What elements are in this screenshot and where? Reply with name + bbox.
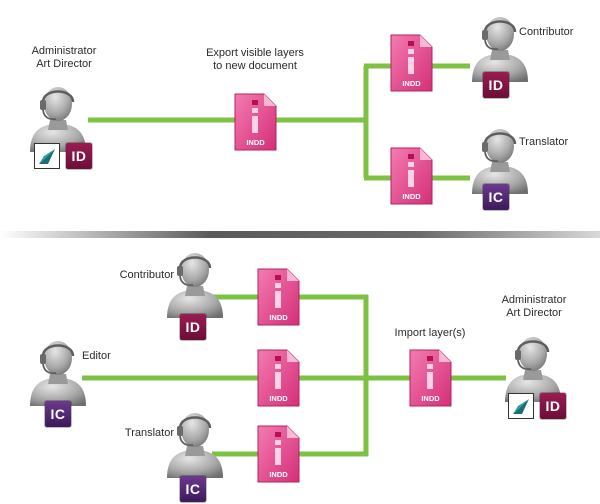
indesign-badge-icon: ID bbox=[540, 393, 566, 419]
indd-document-icon: INDD bbox=[389, 147, 433, 205]
workflow-logo-icon bbox=[508, 393, 534, 419]
indesign-badge-icon: ID bbox=[66, 143, 92, 169]
indesign-badge-icon: ID bbox=[483, 72, 509, 98]
svg-text:INDD: INDD bbox=[246, 138, 265, 147]
top-action-label: Export visible layers to new document bbox=[190, 47, 320, 73]
indesign-badge-icon: ID bbox=[180, 314, 206, 340]
svg-text:INDD: INDD bbox=[269, 313, 288, 322]
top-contributor-label: Contributor bbox=[519, 26, 574, 38]
section-divider bbox=[0, 231, 600, 238]
bottom-editor-label: Editor bbox=[82, 350, 111, 362]
bottom-admin-role-line2: Art Director bbox=[506, 307, 562, 319]
user-headset-icon bbox=[28, 334, 88, 406]
user-headset-icon bbox=[28, 80, 88, 152]
top-action-line2: to new document bbox=[213, 60, 297, 72]
incopy-badge-icon: IC bbox=[180, 476, 206, 502]
svg-text:INDD: INDD bbox=[421, 394, 440, 403]
user-headset-icon bbox=[165, 406, 225, 478]
svg-text:INDD: INDD bbox=[402, 79, 421, 88]
indd-document-icon: INDD bbox=[256, 425, 300, 483]
top-admin-label: Administrator Art Director bbox=[18, 45, 110, 71]
top-action-line1: Export visible layers bbox=[206, 47, 304, 59]
indd-document-icon: INDD bbox=[233, 93, 277, 151]
user-headset-icon bbox=[503, 330, 563, 402]
incopy-badge-icon: IC bbox=[45, 401, 71, 427]
indd-document-icon: INDD bbox=[256, 268, 300, 326]
indd-document-icon: INDD bbox=[389, 34, 433, 92]
top-admin-role-line2: Art Director bbox=[36, 58, 92, 70]
top-admin-role-line1: Administrator bbox=[31, 45, 97, 57]
bottom-admin-role-line1: Administrator bbox=[501, 294, 567, 306]
bottom-admin-label: Administrator Art Director bbox=[486, 294, 582, 320]
top-translator-label: Translator bbox=[519, 136, 569, 148]
bottom-translator-label: Translator bbox=[124, 427, 174, 439]
svg-text:INDD: INDD bbox=[402, 192, 421, 201]
incopy-badge-icon: IC bbox=[483, 184, 509, 210]
svg-text:INDD: INDD bbox=[269, 394, 288, 403]
indd-document-icon: INDD bbox=[256, 349, 300, 407]
user-headset-icon bbox=[165, 246, 225, 318]
bottom-action-label: Import layer(s) bbox=[394, 327, 466, 339]
svg-text:INDD: INDD bbox=[269, 470, 288, 479]
bottom-contributor-label: Contributor bbox=[119, 269, 174, 281]
indd-document-icon: INDD bbox=[408, 349, 452, 407]
workflow-logo-icon bbox=[34, 143, 60, 169]
